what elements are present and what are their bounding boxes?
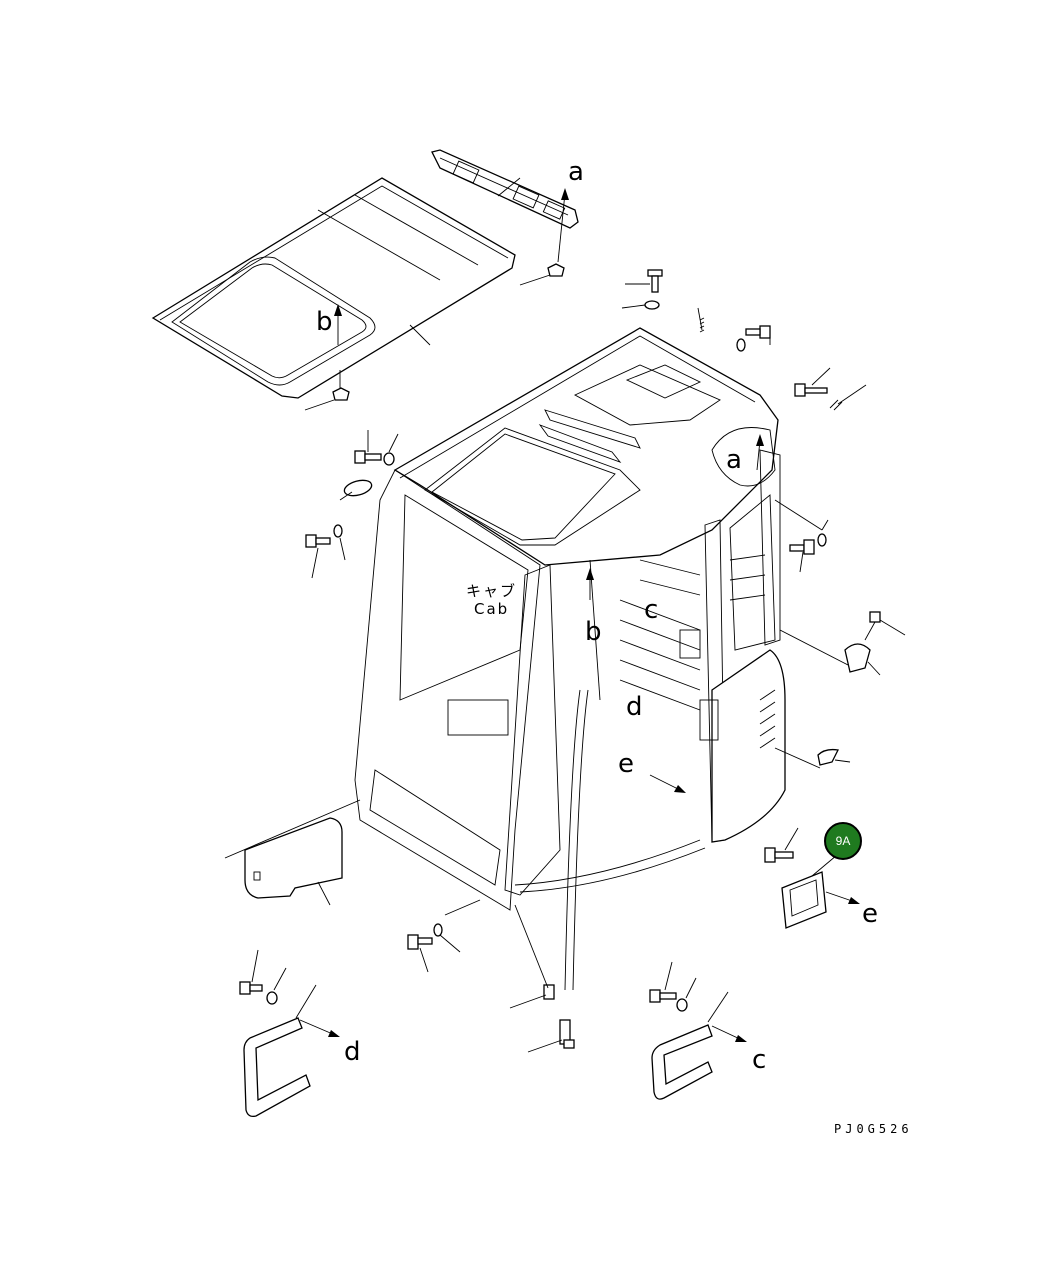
- cab-label-jp: キャブ: [466, 582, 517, 600]
- handrail-right: [651, 991, 729, 1100]
- lamp-right: [779, 629, 881, 676]
- ref-letter-e-cab: e: [618, 749, 634, 779]
- clip-right-upper: [829, 384, 867, 411]
- cab-body: [354, 327, 786, 991]
- arrow-e-right: [825, 891, 860, 904]
- clip-fastener-top: [519, 263, 565, 286]
- callout-9a-label: 9A: [836, 834, 851, 848]
- ref-letter-b-cab: b: [585, 617, 602, 647]
- bolt-right-lower: [764, 827, 799, 863]
- ref-letter-d-bottom: d: [344, 1037, 361, 1067]
- bolt-top-center: [625, 269, 663, 293]
- plate-9a: [781, 849, 844, 929]
- arrow-d-bottom: [299, 1019, 340, 1037]
- arrow-a-cab: [756, 434, 764, 471]
- arrow-b-roof: [334, 304, 342, 345]
- bolt-bottom-center: [407, 899, 481, 973]
- ref-letter-e-right: e: [862, 899, 878, 929]
- washer-top-center: [621, 300, 660, 310]
- ref-letter-b-roof: b: [316, 307, 333, 337]
- handrail-left: [243, 984, 317, 1118]
- arrow-e-cab: [649, 774, 686, 793]
- ref-letter-c-cab: c: [644, 595, 658, 625]
- roof-panel: [151, 177, 516, 399]
- bolt-right-middle: [774, 499, 829, 573]
- callout-9a: 9A: [824, 822, 862, 860]
- bolt-right-upper: [794, 367, 831, 397]
- ref-letter-a-top: a: [568, 157, 584, 187]
- ref-letter-a-cab: a: [726, 445, 742, 475]
- ref-letter-c-bottom: c: [752, 1045, 766, 1075]
- arrow-b-cab: [586, 568, 594, 600]
- cover-plate-right: [774, 747, 851, 769]
- bolt-bottom-step: [509, 904, 575, 1053]
- arrow-a-top: [557, 188, 569, 263]
- plug-cap-left: [339, 479, 373, 501]
- bolt-left-middle: [305, 524, 346, 579]
- arrow-c-bottom: [711, 1025, 747, 1042]
- rear-top-panel: [431, 149, 579, 229]
- drawing-code: PJ0G526: [834, 1122, 913, 1136]
- bolt-top-right: [736, 325, 771, 352]
- cab-label-en: Cab: [474, 600, 509, 618]
- bolt-right-lamp: [864, 611, 906, 641]
- ref-letter-d-cab: d: [626, 692, 643, 722]
- spring-pin-top: [697, 307, 705, 333]
- bolt-bottom-right: [649, 961, 697, 1012]
- clip-fastener-roof: [304, 370, 350, 411]
- left-cover-panel: [224, 799, 361, 906]
- bolt-left-upper: [354, 430, 399, 466]
- bolt-bottom-left: [239, 949, 287, 1005]
